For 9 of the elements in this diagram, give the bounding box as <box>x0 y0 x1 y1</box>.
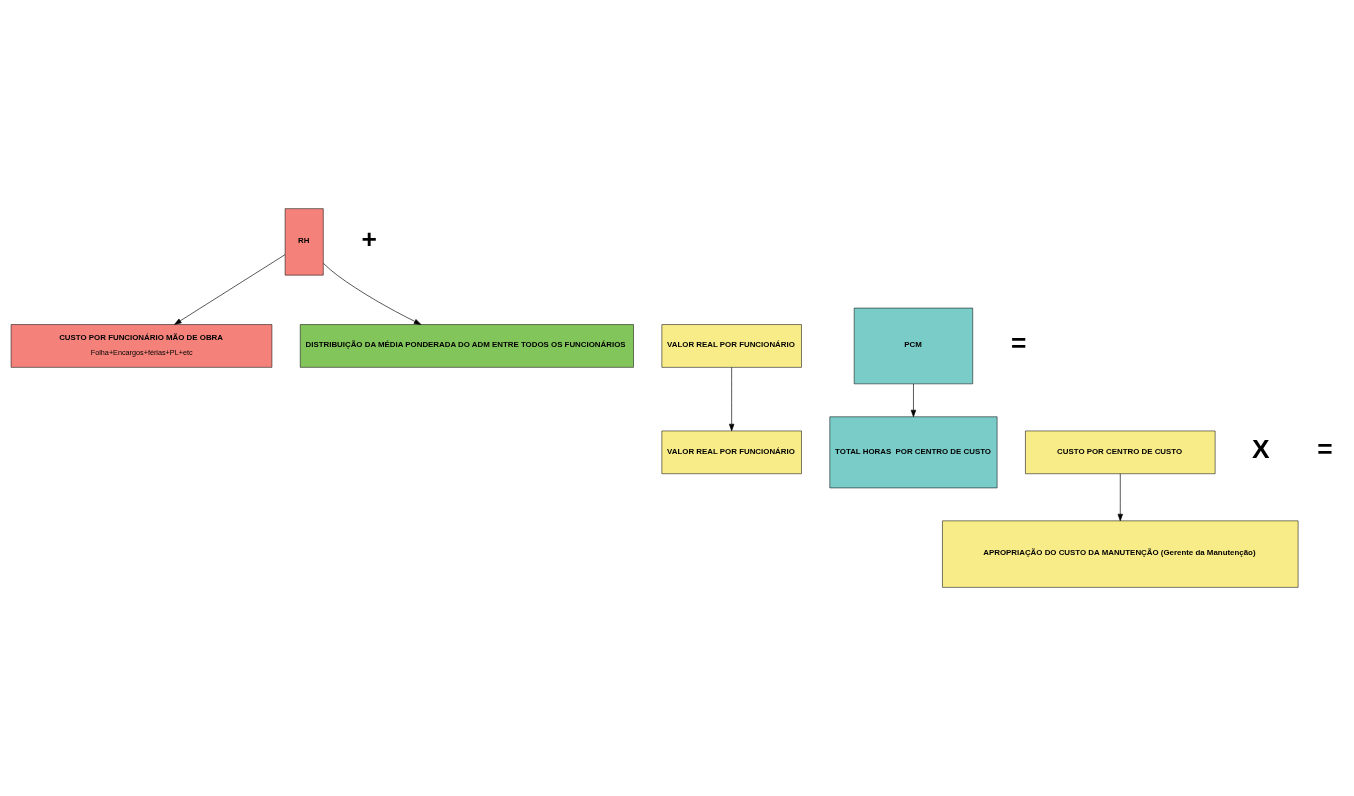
label: + <box>361 223 377 254</box>
arrow <box>174 254 286 325</box>
arrow <box>729 367 735 432</box>
arrow <box>1117 473 1123 522</box>
label: = <box>1010 327 1027 358</box>
label: X <box>1252 434 1270 465</box>
label: = <box>1317 434 1333 465</box>
arrow <box>910 383 917 418</box>
arrow <box>323 263 422 325</box>
